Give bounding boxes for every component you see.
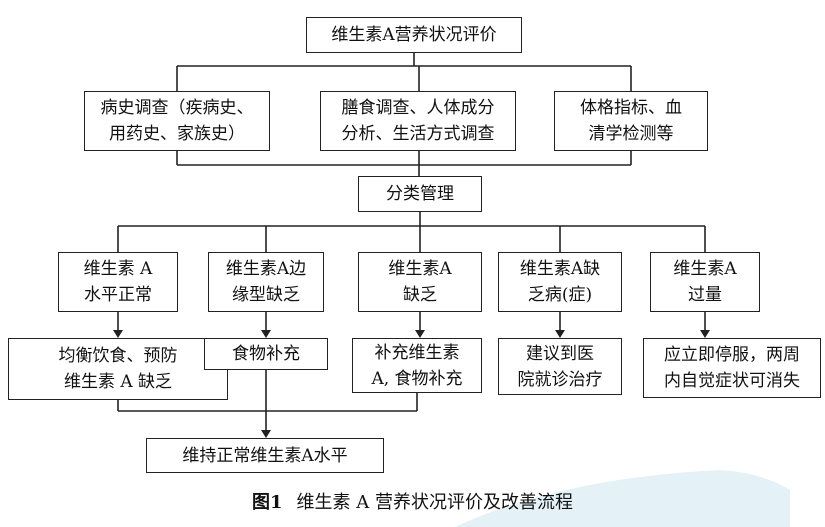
node-classified-management: 分类管理 [358,176,482,212]
node-marginal-deficiency: 维生素A边 缘型缺乏 [208,252,324,312]
node-vitamin-a-assessment: 维生素A营养状况评价 [306,17,522,53]
node-physical-serum-tests: 体格指标、血 清学检测等 [554,91,708,151]
figure-title: 维生素 A 营养状况评价及改善流程 [296,492,573,513]
node-stop-immediately: 应立即停服，两周 内自觉症状可消失 [643,338,821,398]
node-seek-medical-care: 建议到医 院就诊治疗 [498,338,622,395]
node-maintain-normal-level: 维持正常维生素A水平 [146,438,384,473]
node-deficiency: 维生素A 缺乏 [358,252,482,312]
node-medical-history-survey: 病史调查（疾病史、 用药史、家族史） [84,91,270,151]
node-deficiency-disease: 维生素A缺 乏病(症) [498,252,622,312]
node-balanced-diet: 均衡饮食、预防 维生素 A 缺乏 [8,338,228,400]
figure-number: 图1 [252,492,283,513]
node-level-normal: 维生素 A 水平正常 [58,252,178,312]
node-supplement-vitamin-a: 补充维生素 A, 食物补充 [352,338,482,393]
node-diet-body-lifestyle-survey: 膳食调查、人体成分 分析、生活方式调查 [320,91,516,151]
node-food-supplement: 食物补充 [204,338,328,370]
figure-caption: 图1 维生素 A 营养状况评价及改善流程 [0,488,825,514]
node-excess: 维生素A 过量 [650,252,760,312]
